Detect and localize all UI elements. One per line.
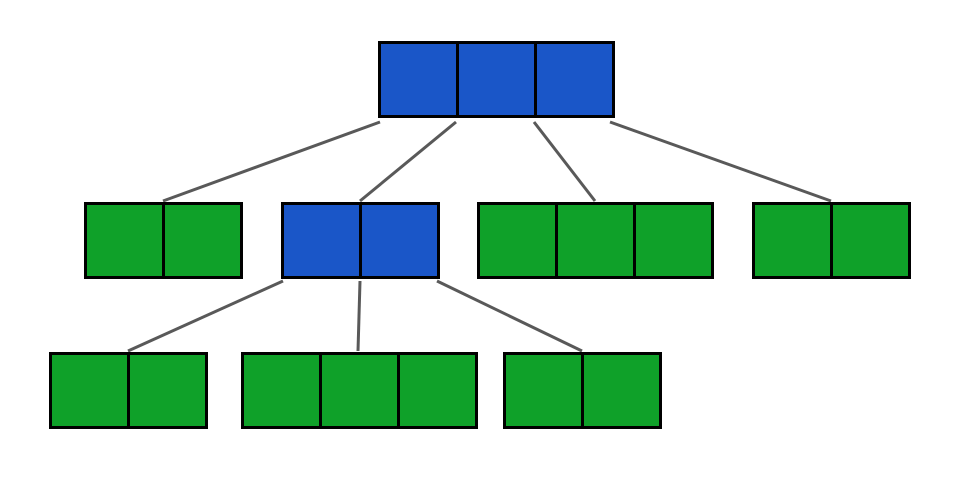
internal-node-b-cell-1[interactable] <box>362 205 437 276</box>
edge-b-to-e <box>127 279 284 353</box>
leaf-node-a-cell-1[interactable] <box>165 205 240 276</box>
leaf-node-e-cell-0[interactable] <box>52 355 127 426</box>
leaf-node-e-cell-1[interactable] <box>130 355 205 426</box>
leaf-node-f-cell-0[interactable] <box>244 355 319 426</box>
leaf-node-d-cell-0[interactable] <box>755 205 830 276</box>
edge-root-to-d <box>609 120 832 203</box>
internal-node-b[interactable] <box>281 202 440 279</box>
edge-b-to-f <box>356 280 362 352</box>
root-node-cell-1[interactable] <box>459 44 534 115</box>
leaf-node-g-cell-0[interactable] <box>506 355 581 426</box>
leaf-node-d[interactable] <box>752 202 911 279</box>
leaf-node-f-cell-1[interactable] <box>322 355 397 426</box>
leaf-node-f[interactable] <box>241 352 478 429</box>
leaf-node-d-cell-1[interactable] <box>833 205 908 276</box>
edge-root-to-b <box>359 120 457 203</box>
leaf-node-a-cell-0[interactable] <box>87 205 162 276</box>
leaf-node-c-cell-2[interactable] <box>636 205 711 276</box>
leaf-node-e[interactable] <box>49 352 208 429</box>
edge-root-to-a <box>162 120 381 203</box>
internal-node-b-cell-0[interactable] <box>284 205 359 276</box>
leaf-node-g[interactable] <box>503 352 662 429</box>
root-node[interactable] <box>378 41 615 118</box>
leaf-node-c-cell-0[interactable] <box>480 205 555 276</box>
leaf-node-c-cell-1[interactable] <box>558 205 633 276</box>
leaf-node-c[interactable] <box>477 202 714 279</box>
root-node-cell-0[interactable] <box>381 44 456 115</box>
edge-b-to-g <box>436 279 583 353</box>
edge-root-to-c <box>532 121 597 202</box>
leaf-node-a[interactable] <box>84 202 243 279</box>
root-node-cell-2[interactable] <box>537 44 612 115</box>
leaf-node-g-cell-1[interactable] <box>584 355 659 426</box>
leaf-node-f-cell-2[interactable] <box>400 355 475 426</box>
